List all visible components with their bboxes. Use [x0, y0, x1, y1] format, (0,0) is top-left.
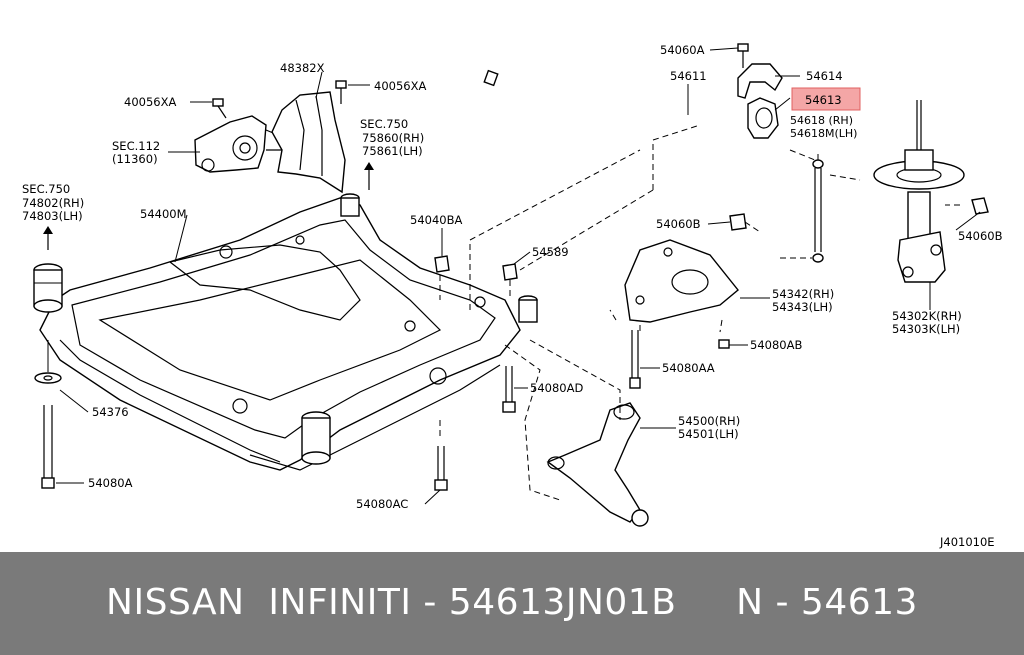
label-54400m: 54400M: [140, 207, 187, 221]
nut-54060b-right: [971, 197, 989, 215]
exploded-parts-diagram: 48382X 40056XA 40056XA SEC.112 (11360) S…: [22, 43, 1003, 549]
label-54080aa: 54080AA: [662, 361, 715, 375]
label-54302k-rh: 54302K(RH): [892, 309, 962, 323]
bracket-54614: [737, 63, 783, 99]
label-sec750-mid-lh: 75861(LH): [362, 144, 423, 158]
label-48382x: 48382X: [280, 61, 325, 75]
label-54342-rh: 54342(RH): [772, 287, 834, 301]
part-number-text: NISSAN INFINITI - 54613JN01B N - 54613: [106, 582, 918, 623]
label-54618-rh: 54618 (RH): [790, 114, 853, 127]
label-54589: 54589: [532, 245, 569, 259]
label-54080a: 54080A: [88, 476, 133, 490]
part-labels: 48382X 40056XA 40056XA SEC.112 (11360) S…: [22, 43, 1003, 549]
subframe-mount-top: [340, 193, 360, 217]
nut-54040ba: [434, 255, 450, 273]
label-40056xa-top: 40056XA: [374, 79, 426, 93]
label-sec112: SEC.112: [112, 139, 160, 153]
label-sec750-mid-rh: 75860(RH): [362, 131, 424, 145]
label-sec750-left: SEC.750: [22, 182, 70, 196]
diagram-code: J401010E: [939, 535, 995, 549]
bushing-54613: [747, 97, 779, 139]
label-54080ad: 54080AD: [530, 381, 583, 395]
arrow-sec750-left: [43, 226, 53, 250]
label-54500-rh: 54500(RH): [678, 414, 740, 428]
bolt-54080ab: [718, 339, 730, 349]
bolt-54080a: [41, 405, 55, 489]
label-54303k-lh: 54303K(LH): [892, 322, 960, 336]
engine-mount-bracket: [194, 115, 293, 173]
label-54080ab: 54080AB: [750, 338, 802, 352]
lower-arm-54500: [546, 402, 649, 527]
washer-54376: [34, 372, 62, 384]
bolt-54080aa: [629, 330, 641, 389]
label-54618m-lh: 54618M(LH): [790, 127, 857, 140]
label-sec750-left-lh: 74803(LH): [22, 209, 83, 223]
label-sec750-mid: SEC.750: [360, 117, 408, 131]
label-54060b-right: 54060B: [958, 229, 1003, 243]
subframe-mount-right: [518, 295, 538, 323]
bolt-54080ad: [502, 366, 516, 413]
label-54040ba: 54040BA: [410, 213, 462, 227]
label-54613: 54613: [805, 93, 842, 107]
nut-54060b-left: [729, 213, 747, 231]
stabilizer-bar-54611: [483, 56, 774, 242]
stabilizer-link-54618: [812, 154, 824, 263]
insulator-48382x: [271, 91, 346, 194]
label-54343-lh: 54343(LH): [772, 300, 833, 314]
label-54614: 54614: [806, 69, 843, 83]
label-54501-lh: 54501(LH): [678, 427, 739, 441]
front-subframe: [39, 197, 521, 471]
label-54060a: 54060A: [660, 43, 705, 57]
bolt-54060a: [737, 43, 749, 68]
label-54080ac: 54080AC: [356, 497, 408, 511]
nut-54589: [502, 263, 518, 281]
bolt-54080ac: [434, 446, 448, 491]
arrow-sec750-mid: [364, 162, 374, 190]
bolt-40056xa-top: [335, 80, 347, 104]
strut-assembly-54302k: [873, 100, 965, 283]
leader-lines: [56, 47, 981, 505]
part-number-banner: NISSAN INFINITI - 54613JN01B N - 54613: [0, 552, 1024, 655]
label-54376: 54376: [92, 405, 129, 419]
bolt-40056xa-left: [212, 98, 227, 119]
subframe-mount-front-left: [33, 263, 63, 313]
label-sec112-sub: (11360): [112, 152, 158, 166]
label-sec750-left-rh: 74802(RH): [22, 196, 84, 210]
subframe-mount-rear: [301, 411, 331, 465]
label-54611: 54611: [670, 69, 707, 83]
label-40056xa-left: 40056XA: [124, 95, 176, 109]
dashed-guides: [439, 124, 960, 501]
highlight-54613: [791, 87, 861, 111]
link-bracket-54342: [624, 239, 739, 323]
label-54060b-left: 54060B: [656, 217, 701, 231]
